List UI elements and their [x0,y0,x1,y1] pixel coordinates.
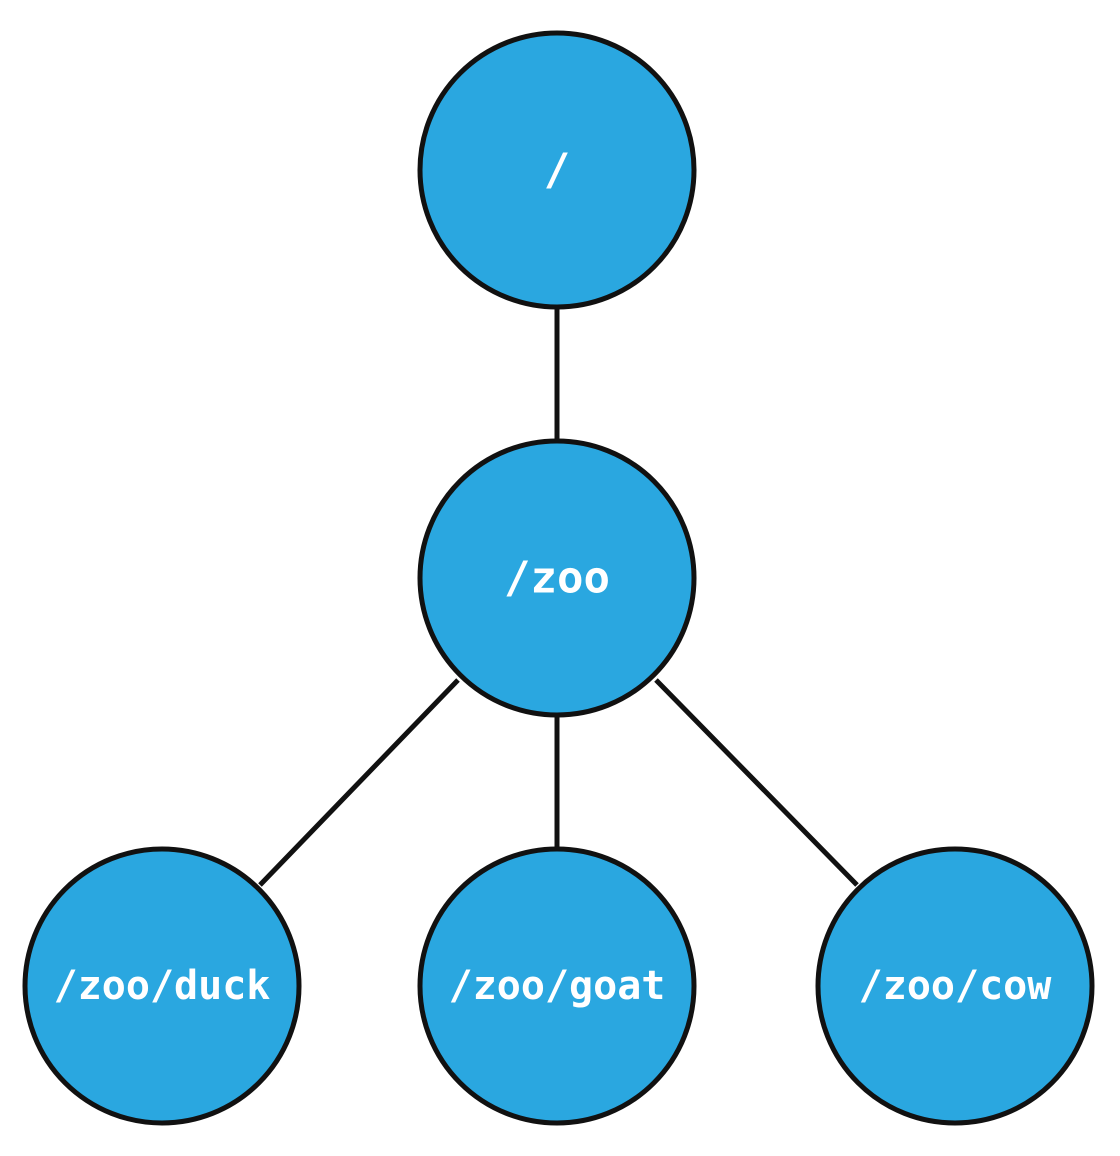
edge-zoo-to-duck [258,678,460,887]
node-cow-label: /zoo/cow [859,963,1053,1009]
node-goat: /zoo/goat [417,846,697,1126]
node-zoo: /zoo [417,438,697,718]
node-zoo-label: /zoo [504,553,610,604]
node-root-circle [417,30,697,310]
node-root: / [417,30,697,310]
node-zoo-circle [417,438,697,718]
node-cow: /zoo/cow [815,846,1095,1126]
edge-zoo-to-cow [654,678,859,887]
node-goat-label: /zoo/goat [449,963,666,1009]
node-goat-circle [417,846,697,1126]
node-cow-circle [815,846,1095,1126]
node-root-label: / [544,145,571,196]
node-duck-label: /zoo/duck [54,963,271,1009]
node-duck-circle [22,846,302,1126]
node-duck: /zoo/duck [22,846,302,1126]
